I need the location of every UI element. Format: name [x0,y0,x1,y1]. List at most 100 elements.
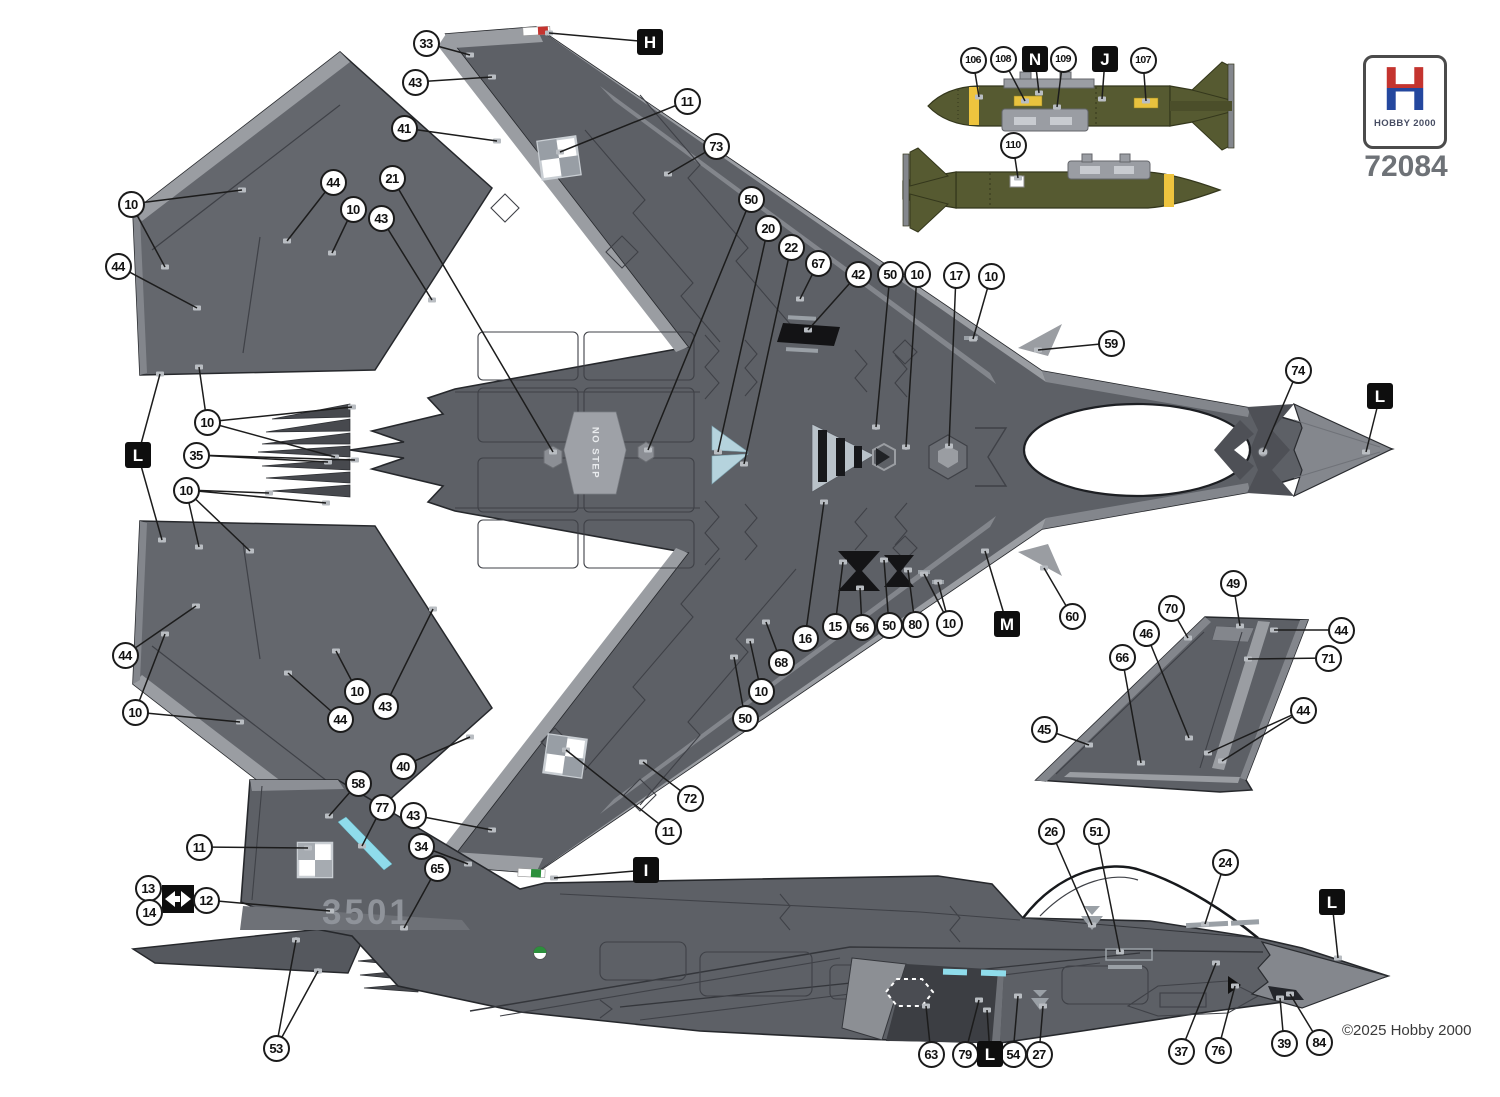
position-light-decal-green [517,868,546,879]
callout-27: 27 [1025,1040,1053,1068]
callout-40: 40 [389,752,417,780]
cyan-stripe-decal [980,969,1007,977]
callout-10: 10 [977,262,1005,290]
callout-11: 11 [185,833,213,861]
callout-12: 12 [192,886,220,914]
callout-66: 66 [1108,643,1136,671]
callout-43: 43 [399,801,427,829]
callout-67: 67 [804,249,832,277]
yellow-band [969,87,979,125]
callout-15: 15 [821,612,849,640]
callout-22: 22 [777,233,805,261]
callout-80: 80 [901,610,929,638]
letter-label-L: L [977,1041,1003,1067]
callout-58: 58 [344,769,372,797]
callout-50: 50 [876,260,904,288]
callout-54: 54 [999,1040,1027,1068]
callout-106: 106 [959,46,987,74]
letter-label-J: J [1092,46,1118,72]
callout-46: 46 [1132,619,1160,647]
canopy-aft-frame [1247,404,1294,496]
letter-label-L: L [125,442,151,468]
callout-71: 71 [1314,644,1342,672]
blue-arrow-decal [711,453,749,485]
letter-label-H: H [637,29,663,55]
callout-108: 108 [989,45,1017,73]
callout-65: 65 [423,854,451,882]
callout-21: 21 [378,164,406,192]
checkerboard-decal [536,135,582,181]
hobby2000-logo: H H HOBBY 2000 [1363,55,1447,149]
callout-43: 43 [367,204,395,232]
formation-light-decal [533,946,547,953]
callout-10: 10 [343,677,371,705]
callout-10: 10 [903,260,931,288]
dotted-hexagon-panel [884,978,935,1007]
black-chevron-decals [838,551,914,591]
stencil-decal [1105,948,1153,961]
callout-34: 34 [407,832,435,860]
callout-41: 41 [390,114,418,142]
callout-44: 44 [111,641,139,669]
kit-number: 72084 [1364,150,1448,183]
callout-20: 20 [754,214,782,242]
side-nose-cone [1250,941,1390,1009]
callout-79: 79 [951,1040,979,1068]
refuel-door-decal [777,315,840,353]
no-step-text: NO STEP [590,427,601,479]
letter-label-L: L [1367,383,1393,409]
callout-77: 77 [368,793,396,821]
nose-cone [1292,402,1394,498]
brand-name: HOBBY 2000 [1374,118,1436,129]
callout-73: 73 [702,132,730,160]
intake-diverter [841,957,907,1041]
side-view-aircraft: 3501 [130,779,1391,1044]
callout-16: 16 [791,624,819,652]
callout-24: 24 [1211,848,1239,876]
callout-76: 76 [1204,1036,1232,1064]
direction-arrows-decal [162,885,194,913]
side-stabilator [130,926,363,974]
callout-10: 10 [117,190,145,218]
callout-84: 84 [1305,1028,1333,1056]
callout-50: 50 [731,704,759,732]
yellow-band [1164,174,1174,207]
callout-35: 35 [182,441,210,469]
stabilator-upper [132,51,493,376]
callout-43: 43 [371,692,399,720]
letter-label-I: I [633,857,659,883]
callout-107: 107 [1129,46,1157,74]
callout-11: 11 [673,87,701,115]
callout-13: 13 [134,874,162,902]
callout-10: 10 [193,408,221,436]
engine-nozzle-feathers [257,403,351,498]
canopy [1022,402,1252,498]
callout-51: 51 [1082,817,1110,845]
callout-110: 110 [999,131,1027,159]
callout-72: 72 [676,784,704,812]
callout-44: 44 [326,705,354,733]
bomb-adapter [1067,160,1151,180]
blue-arrow-decal [711,425,750,453]
callout-60: 60 [1058,602,1086,630]
callout-26: 26 [1037,817,1065,845]
callout-68: 68 [767,648,795,676]
callout-10: 10 [172,476,200,504]
callout-10: 10 [935,609,963,637]
hex-decal [543,445,563,469]
callout-10: 10 [339,195,367,223]
letter-label-M: M [994,611,1020,637]
letter-label-N: N [1022,46,1048,72]
vertical-fin-part [1034,616,1310,793]
letter-label-L: L [1319,889,1345,915]
callout-109: 109 [1049,45,1077,73]
callout-49: 49 [1219,569,1247,597]
logo-h-mark: H H [1383,58,1428,120]
callout-17: 17 [942,261,970,289]
callout-44: 44 [104,252,132,280]
callout-53: 53 [262,1034,290,1062]
callout-44: 44 [1327,616,1355,644]
bomb-adapter [1001,108,1089,132]
